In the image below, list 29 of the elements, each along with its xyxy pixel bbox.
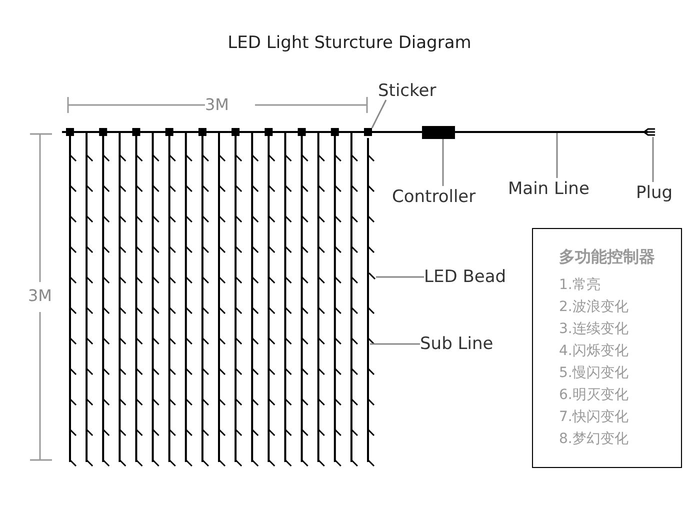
leader-line <box>652 137 654 182</box>
mode-item: 2.波浪变化 <box>559 298 628 317</box>
mode-item: 8.梦幻变化 <box>559 430 628 449</box>
dimension-label: 3M <box>28 285 52 307</box>
leader-line <box>370 343 420 345</box>
callout-label: Sub Line <box>420 333 494 355</box>
sub-line <box>366 138 370 462</box>
main-line <box>62 131 648 133</box>
leader-line <box>442 139 444 186</box>
leader-line <box>556 133 558 178</box>
mode-item: 4.闪烁变化 <box>559 342 628 361</box>
callout-label: Controller <box>392 186 476 208</box>
callout-label: Plug <box>636 182 673 204</box>
dimension-label: 3M <box>205 94 229 116</box>
mode-item: 1.常亮 <box>559 276 600 295</box>
mode-item: 3.连续变化 <box>559 320 628 339</box>
mode-item: 7.快闪变化 <box>559 408 628 427</box>
mode-item: 6.明灭变化 <box>559 386 628 405</box>
callout-label: Sticker <box>378 80 436 102</box>
leader-line <box>371 100 387 128</box>
callout-label: LED Bead <box>424 266 506 288</box>
leader-line <box>376 276 424 278</box>
panel-heading: 多功能控制器 <box>559 247 655 268</box>
mode-item: 5.慢闪变化 <box>559 364 628 383</box>
mode-list-panel <box>532 228 682 468</box>
led-bead-mark <box>368 272 376 280</box>
plug-icon <box>643 127 657 137</box>
callout-label: Main Line <box>508 178 590 200</box>
diagram-title: LED Light Sturcture Diagram <box>226 32 472 54</box>
